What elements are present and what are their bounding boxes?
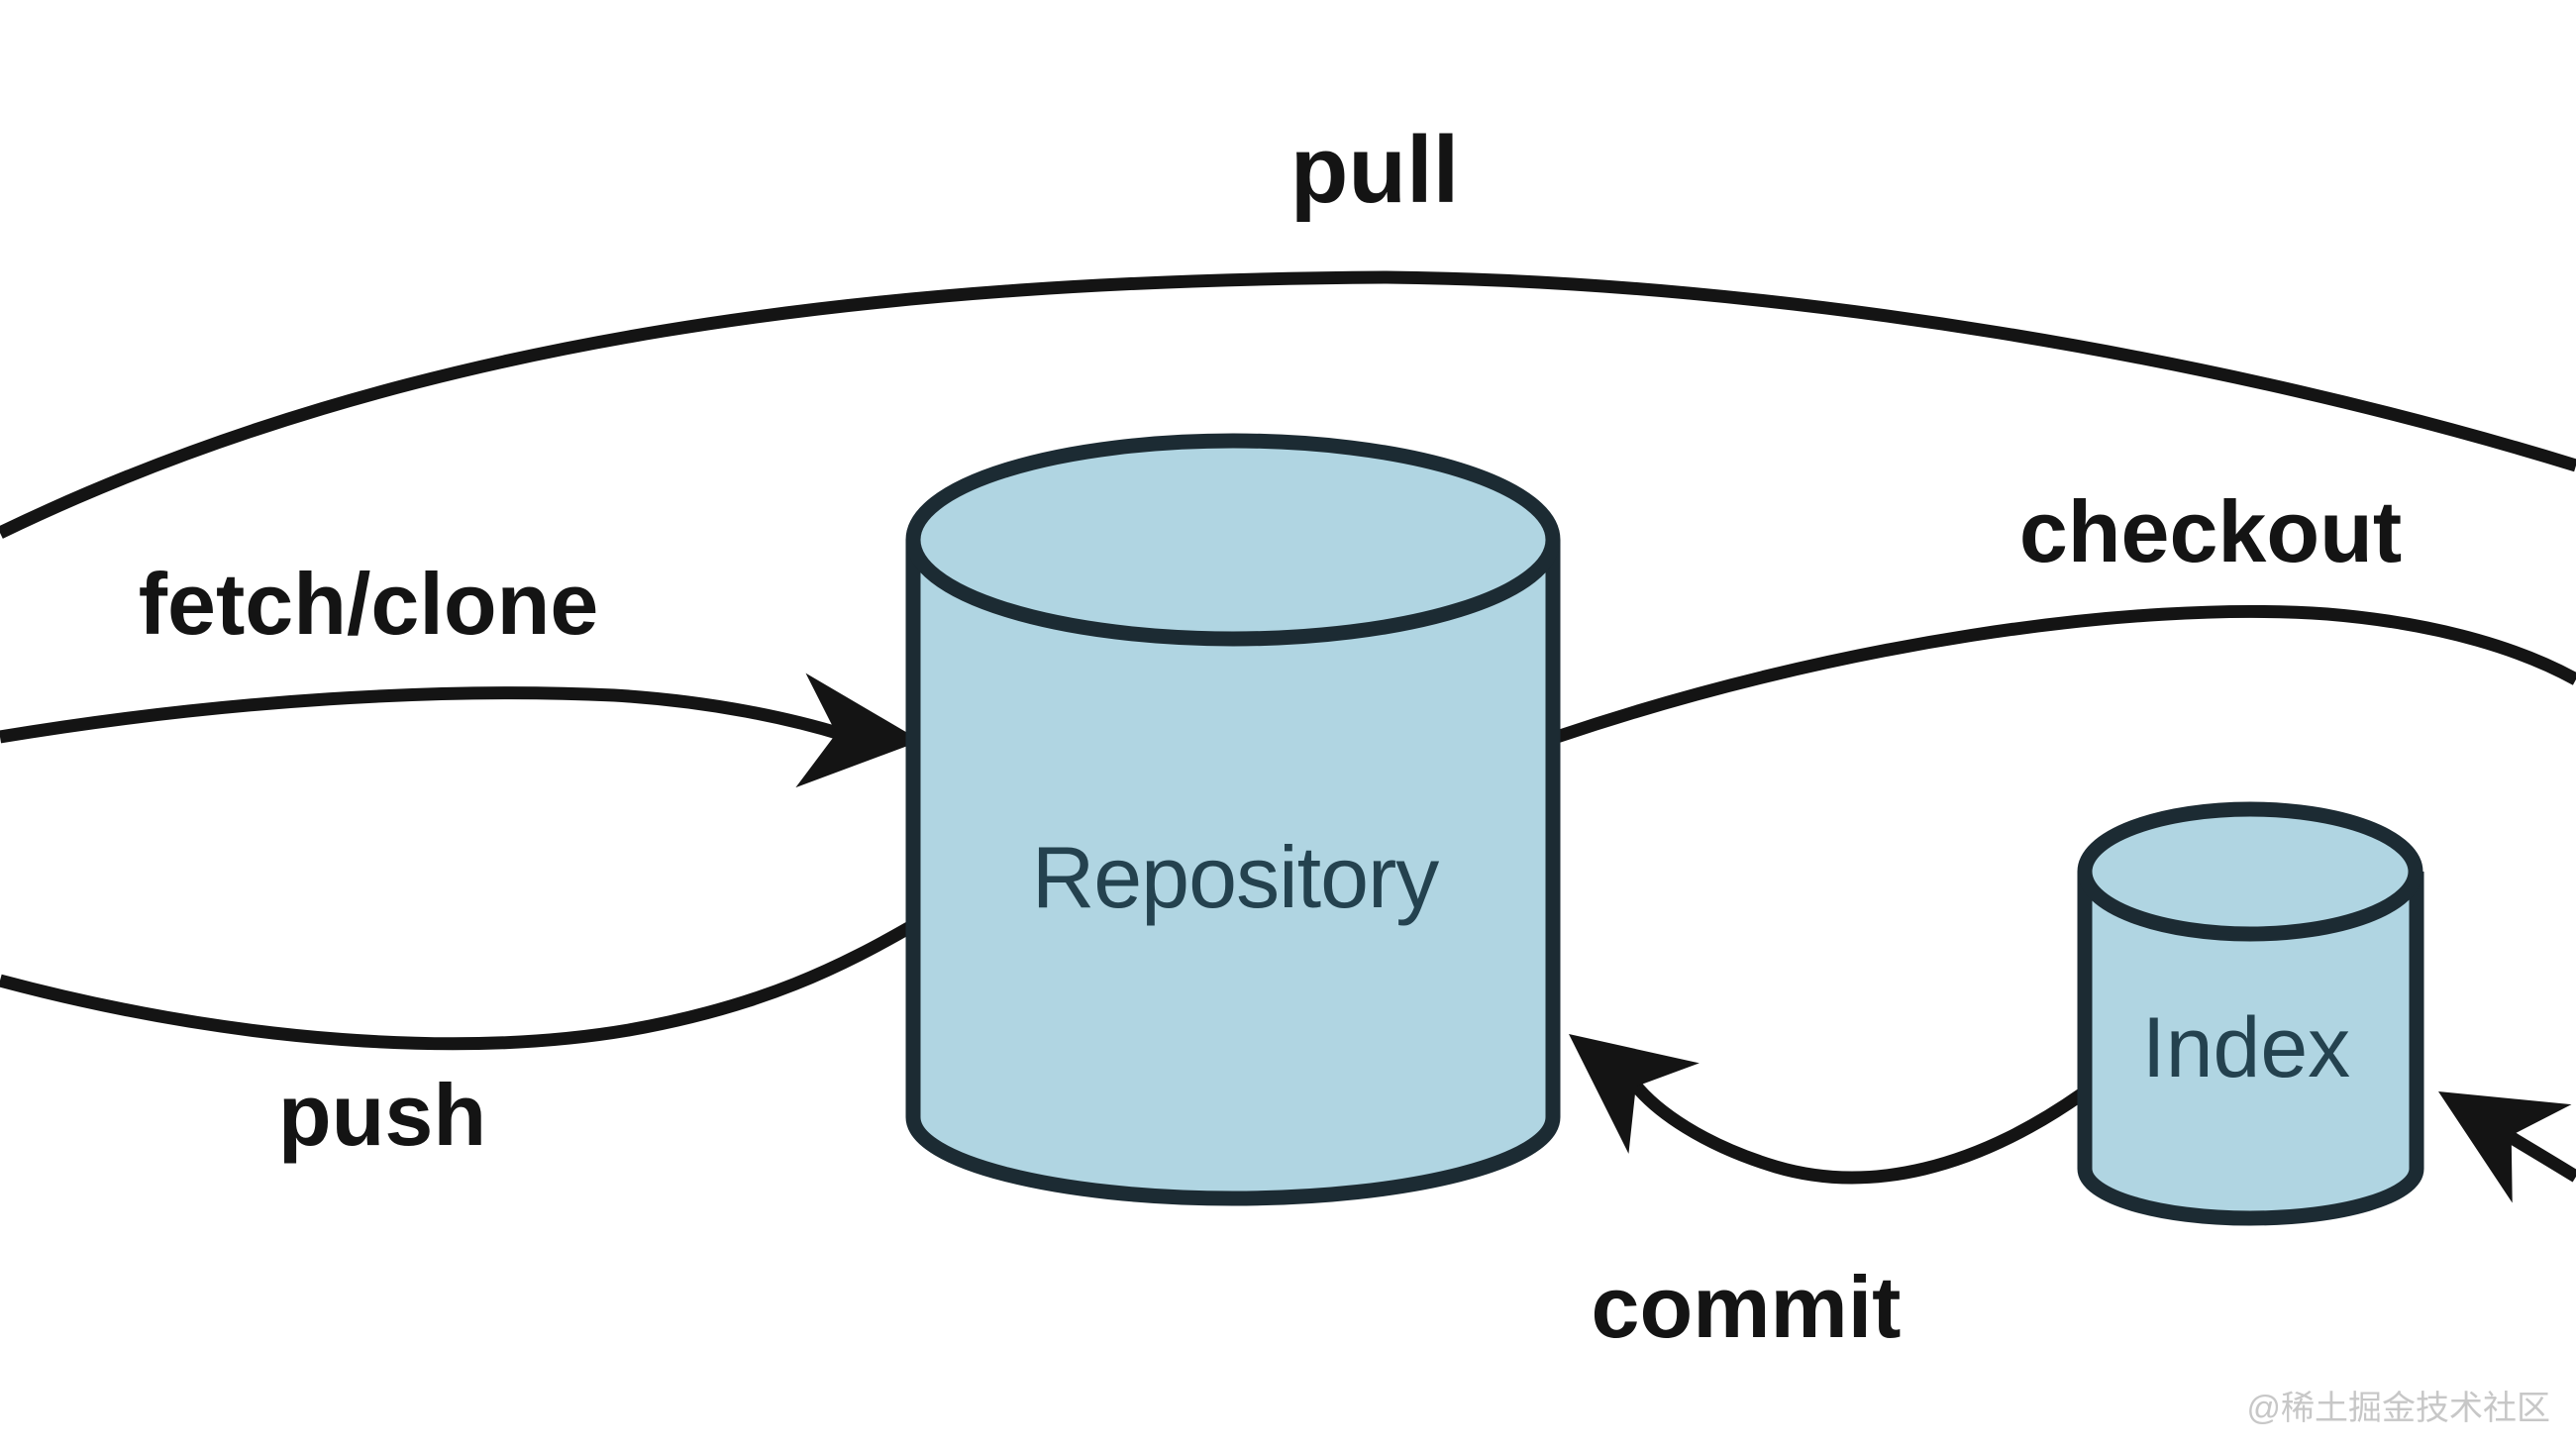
repository-cylinder-body	[905, 540, 1561, 1206]
commit-arrowhead	[1569, 1034, 1700, 1154]
pull-arc	[0, 270, 2576, 539]
fetch-clone-arrowhead	[795, 673, 921, 788]
index-cylinder-body	[2077, 872, 2424, 1226]
commit-arrow-shaft	[1628, 1079, 2087, 1185]
index-cylinder	[2077, 801, 2424, 1226]
edge-label-checkout: checkout	[2018, 482, 2403, 580]
watermark: @稀土掘金技术社区	[2246, 1390, 2550, 1427]
index-label: Index	[2141, 1000, 2351, 1095]
edge-label-fetch-clone: fetch/clone	[138, 555, 599, 653]
edge-label-commit: commit	[1591, 1258, 1902, 1356]
push-arc	[0, 917, 921, 1051]
checkout-arc	[1554, 604, 2576, 744]
edge-label-push: push	[277, 1066, 487, 1164]
index-cylinder-top	[2077, 801, 2423, 942]
fetch-clone-arrow-shaft	[0, 686, 846, 744]
repository-label: Repository	[1031, 828, 1440, 926]
add-arrowhead	[2438, 1091, 2572, 1203]
edge-label-pull: pull	[1289, 117, 1460, 223]
repository-cylinder	[905, 433, 1561, 1206]
repository-cylinder-top	[905, 433, 1561, 647]
